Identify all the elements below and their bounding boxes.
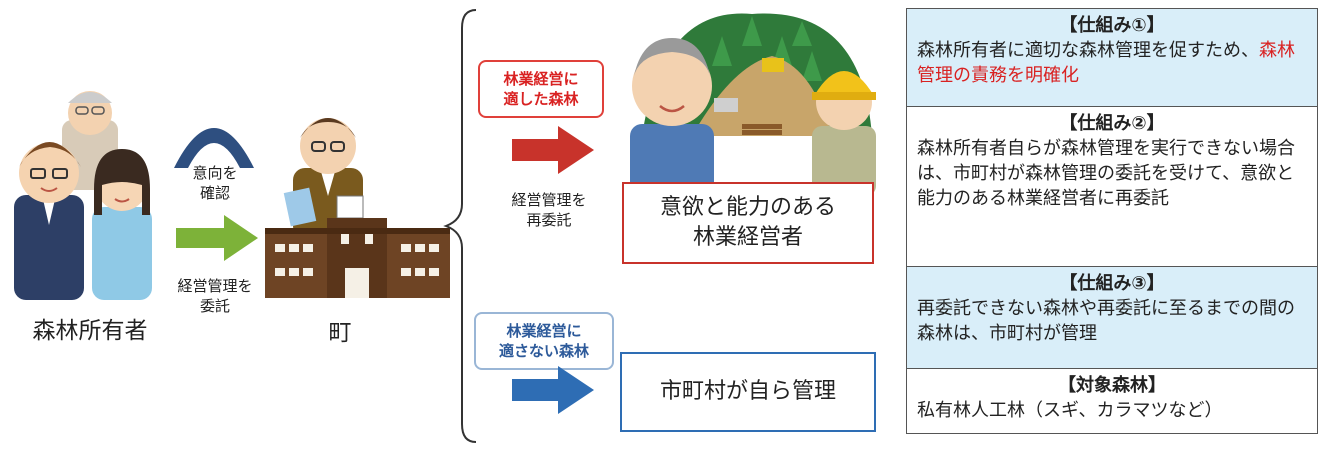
unsuited-forest-callout: 林業経営に 適さない森林 xyxy=(474,312,614,370)
mechanism-1-text-plain: 森林所有者に適切な森林管理を促すため、 xyxy=(917,40,1259,61)
forest-operations-illustration xyxy=(630,13,876,196)
municipality-self-manage-box: 市町村が自ら管理 xyxy=(620,352,876,432)
confirm-intent-label: 意向を 確認 xyxy=(192,164,238,202)
blue-arrow-icon xyxy=(512,366,594,414)
town-office-illustration xyxy=(265,118,450,298)
mechanism-1-text: 森林所有者に適切な森林管理を促すため、森林管理の責務を明確化 xyxy=(917,38,1307,88)
re-entrust-label: 経営管理を 再委託 xyxy=(511,191,587,229)
mechanism-1-title: 【仕組み①】 xyxy=(1059,15,1165,36)
unsuited-forest-callout-text: 林業経営に 適さない森林 xyxy=(498,322,589,360)
target-forest-title: 【対象森林】 xyxy=(1058,375,1166,396)
mechanism-3-cell: 【仕組み③】 再委託できない森林や再委託に至るまでの間の森林は、市町村が管理 xyxy=(907,267,1317,369)
town-official-figure xyxy=(283,118,364,238)
forestry-worker-figure xyxy=(812,71,876,196)
branch-brace xyxy=(443,9,477,443)
suited-forest-callout: 林業経営に 適した森林 xyxy=(478,60,604,118)
mechanism-2-text: 森林所有者自らが森林管理を実行できない場合は、市町村が森林管理の委託を受けて、意… xyxy=(917,138,1295,209)
entrust-management-label: 経営管理を 委託 xyxy=(177,277,253,315)
green-arrow-icon xyxy=(176,215,258,261)
mechanism-1-cell: 【仕組み①】 森林所有者に適切な森林管理を促すため、森林管理の責務を明確化 xyxy=(907,9,1317,107)
forest-owners-label: 森林所有者 xyxy=(32,318,148,344)
mechanism-1-text-highlight: 森林管理の責務を明確化 xyxy=(917,40,1295,86)
motivated-forester-text: 意欲と能力のある 林業経営者 xyxy=(659,195,836,250)
target-forest-text: 私有林人工林（スギ、カラマツなど） xyxy=(917,400,1223,421)
mechanism-2-cell: 【仕組み②】 森林所有者自らが森林管理を実行できない場合は、市町村が森林管理の委… xyxy=(907,107,1317,267)
municipality-self-manage-text: 市町村が自ら管理 xyxy=(659,379,836,404)
mechanism-3-title: 【仕組み③】 xyxy=(1059,273,1165,294)
suited-forest-callout-text: 林業経営に 適した森林 xyxy=(503,70,579,108)
red-arrow-icon xyxy=(512,126,594,174)
forest-owners-illustration xyxy=(14,91,152,300)
motivated-forester-box: 意欲と能力のある 林業経営者 xyxy=(622,182,874,264)
confirm-intent-arrow xyxy=(174,128,254,168)
mechanism-2-title: 【仕組み②】 xyxy=(1059,113,1165,134)
mechanism-3-text: 再委託できない森林や再委託に至るまでの間の森林は、市町村が管理 xyxy=(917,298,1295,344)
young-man-figure xyxy=(14,142,84,300)
target-forest-cell: 【対象森林】 私有林人工林（スギ、カラマツなど） xyxy=(907,369,1317,433)
town-label: 町 xyxy=(328,320,352,346)
forestry-owner-figure xyxy=(630,38,714,196)
mechanism-panel: 【仕組み①】 森林所有者に適切な森林管理を促すため、森林管理の責務を明確化 【仕… xyxy=(906,8,1318,434)
woman-figure xyxy=(92,149,152,300)
town-hall-building xyxy=(265,218,450,298)
